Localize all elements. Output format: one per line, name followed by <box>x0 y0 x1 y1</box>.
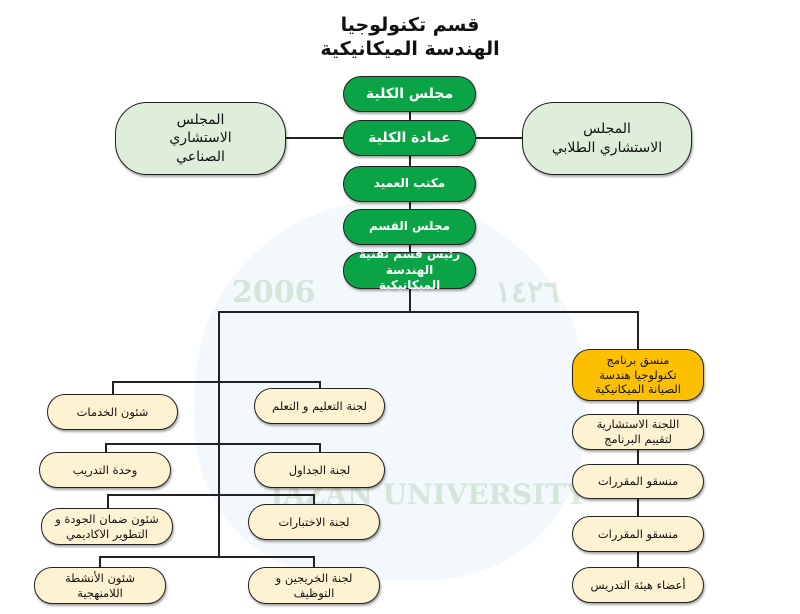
graduates-employment-committee-box: لجنة الخريجين و التوظيف <box>248 567 380 604</box>
extracurricular-activities-box: شئون الأنشطة اللامنهجية <box>34 567 166 604</box>
course-coordinators-box: منسقو المقررات <box>572 464 704 499</box>
connector <box>99 556 315 558</box>
connector <box>112 381 320 383</box>
connector <box>107 494 109 509</box>
faculty-members-box: أعضاء هيئة التدريس <box>572 567 704 603</box>
connector <box>313 556 315 568</box>
program-coordinator-box: منسق برنامج تكنولوجيا هندسة الصيانة المي… <box>572 349 704 401</box>
connector <box>476 137 522 139</box>
department-council-box: مجلس القسم <box>343 209 476 245</box>
services-affairs-box: شئون الخدمات <box>47 394 178 430</box>
watermark-year: 2006 <box>232 275 316 310</box>
connector <box>218 311 639 313</box>
teaching-learning-committee-box: لجنة التعليم و التعلم <box>254 388 385 424</box>
connector <box>105 443 107 453</box>
industrial-advisory-council-box: المجلس الاستشاري الصناعي <box>115 102 286 175</box>
college-deanship-box: عمادة الكلية <box>343 120 476 156</box>
connector <box>319 443 321 453</box>
connector <box>112 381 114 395</box>
college-council-box: مجلس الكلية <box>343 76 476 112</box>
dean-office-box: مكتب العميد <box>343 166 476 202</box>
connector <box>313 494 315 504</box>
schedules-committee-box: لجنة الجداول <box>254 452 385 488</box>
title-line-2: الهندسة الميكانيكية <box>320 38 500 60</box>
connector <box>286 137 343 139</box>
course-coordinators-box-2: منسقو المقررات <box>572 516 704 552</box>
training-unit-box: وحدة التدريب <box>39 452 171 488</box>
connector <box>319 381 321 389</box>
exams-committee-box: لجنة الاختبارات <box>248 504 380 540</box>
connector <box>99 556 101 568</box>
connector <box>218 311 220 558</box>
title-line-1: قسم تكنولوجيا <box>340 14 480 36</box>
student-advisory-council-box: المجلس الاستشاري الطلابي <box>522 102 692 175</box>
connector <box>105 443 320 445</box>
program-advisory-committee-box: اللجنة الاستشارية لتقييم البرنامج <box>572 414 704 450</box>
quality-assurance-affairs-box: شئون ضمان الجودة و التطوير الاكاديمي <box>41 508 173 545</box>
watermark-hijri-year: ١٤٢٦ <box>495 275 560 310</box>
connector <box>107 494 315 496</box>
department-head-box: رئيس قسم تقنية الهندسة الميكانيكية <box>343 247 476 292</box>
